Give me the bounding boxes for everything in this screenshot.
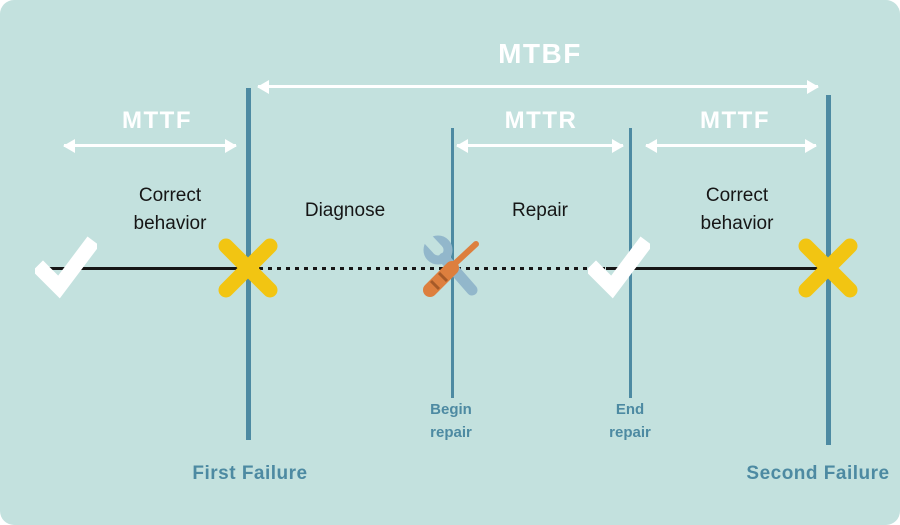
check-icon bbox=[35, 236, 97, 299]
timeline-segment-downtime bbox=[250, 267, 606, 270]
repair-tools-icon bbox=[419, 232, 479, 297]
mttr-label: MTTR bbox=[504, 107, 578, 134]
mttr-arrow bbox=[456, 138, 624, 153]
phase-correct-behavior-left: Correct behavior bbox=[133, 185, 207, 234]
failure-x-icon bbox=[218, 238, 278, 298]
mtbf-label: MTBF bbox=[498, 38, 582, 69]
failure-x-icon bbox=[798, 238, 858, 298]
phase-repair: Repair bbox=[512, 200, 568, 221]
mttf-left-label: MTTF bbox=[122, 107, 192, 134]
mttf-right-label: MTTF bbox=[700, 107, 770, 134]
phase-correct-behavior-right: Correct behavior bbox=[700, 185, 774, 234]
timeline-segment-correct-left bbox=[40, 267, 250, 270]
phase-diagnose: Diagnose bbox=[304, 200, 386, 221]
begin-repair-label: Begin repair bbox=[430, 401, 472, 441]
timeline-segment-correct-right bbox=[606, 267, 828, 270]
end-repair-label: End repair bbox=[609, 401, 651, 441]
check-icon bbox=[588, 236, 650, 299]
second-failure-label: Second Failure bbox=[746, 463, 890, 484]
mttf-left-arrow bbox=[63, 138, 237, 153]
mtbf-arrow bbox=[257, 79, 819, 94]
first-failure-label: First Failure bbox=[192, 463, 308, 484]
mttf-right-arrow bbox=[645, 138, 817, 153]
